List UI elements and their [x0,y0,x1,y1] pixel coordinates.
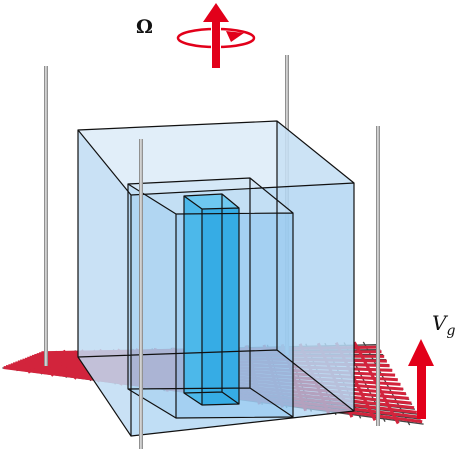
middle-box-left-side [128,184,176,418]
velocity-subscript: g [446,323,455,339]
inner-column-left-side [184,196,202,405]
rotation-symbol-label: Ω [136,16,153,38]
velocity-symbol: V [432,311,449,335]
rotation-arrow-icon [176,3,256,68]
box-edges [77,120,355,437]
front-rods [139,126,380,449]
middle-box-edges [127,177,294,419]
rod-front-left [139,139,143,449]
outer-box-edges [77,120,355,437]
inner-column-front [202,208,239,405]
inner-column [184,194,239,405]
outer-box-right-side [277,121,354,411]
outer-box-left-side [78,130,131,436]
upward-arrow-icon [408,339,434,419]
rod-back-left [44,66,48,366]
velocity-label: Vg [432,311,455,339]
rod-front-right [376,126,380,426]
inner-column-edges [183,193,240,406]
